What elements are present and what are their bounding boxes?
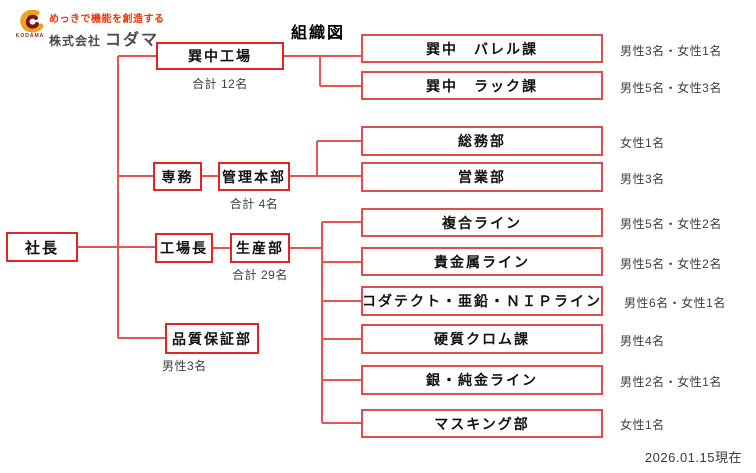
logo-mark-text: KODAMA [15,33,45,39]
org-box-tatsuminaka-factory: 巽中工場 [156,42,284,70]
org-box-senmu: 専務 [153,162,202,191]
logo-text: めっきで機能を創造する 株式会社 コダマ [49,10,165,50]
staff-note-gin-junkin-line: 男性2名・女性1名 [620,375,722,389]
company-name: コダマ [105,32,160,49]
org-box-somu-bu: 総務部 [361,126,603,156]
org-box-chrome-section: 硬質クロム課 [361,324,603,354]
company-prefix: 株式会社 [49,34,102,48]
staff-note-kikinzoku-line: 男性5名・女性2名 [620,257,722,271]
org-box-president: 社長 [6,232,78,262]
staff-note-somu-bu: 女性1名 [620,136,665,150]
org-box-fukugo-line: 複合ライン [361,208,603,237]
org-box-tatsuminaka-barrel: 巽中 バレル課 [361,34,603,63]
logo-tagline: めっきで機能を創造する [49,14,165,25]
staff-note-kodatect-line: 男性6名・女性1名 [624,296,726,310]
org-box-quality-assurance: 品質保証部 [165,323,259,354]
org-box-kodatect-line: コダテクト・亜鉛・ＮＩＰライン [361,286,603,316]
total-note-tatsuminaka-factory: 合計 12名 [192,77,248,91]
swirl-icon [20,10,44,33]
org-box-kanri-honbu: 管理本部 [218,162,290,191]
staff-note-tatsuminaka-barrel: 男性3名・女性1名 [620,44,722,58]
total-note-kanri-honbu: 合計 4名 [229,197,279,211]
staff-note-tatsuminaka-rack: 男性5名・女性3名 [620,81,722,95]
as-of-date: 2026.01.15現在 [644,450,742,465]
org-box-seisan-bu: 生産部 [230,233,290,263]
org-box-masking-bu: マスキング部 [361,409,603,438]
staff-note-quality-assurance: 男性3名 [162,359,207,373]
total-note-seisan-bu: 合計 29名 [232,268,288,282]
org-box-factory-manager: 工場長 [155,233,213,263]
org-box-gin-junkin-line: 銀・純金ライン [361,365,603,395]
org-box-kikinzoku-line: 貴金属ライン [361,247,603,276]
company-logo: KODAMA めっきで機能を創造する 株式会社 コダマ [14,10,165,50]
logo-company-name: 株式会社 コダマ [49,26,165,50]
logo-swirl-icon: KODAMA [14,10,46,50]
chart-title: 組織図 [291,25,346,42]
org-box-eigyo-bu: 営業部 [361,162,603,192]
staff-note-fukugo-line: 男性5名・女性2名 [620,217,722,231]
org-box-tatsuminaka-rack: 巽中 ラック課 [361,71,603,100]
staff-note-chrome-section: 男性4名 [620,334,665,348]
staff-note-eigyo-bu: 男性3名 [620,172,665,186]
staff-note-masking-bu: 女性1名 [620,418,665,432]
